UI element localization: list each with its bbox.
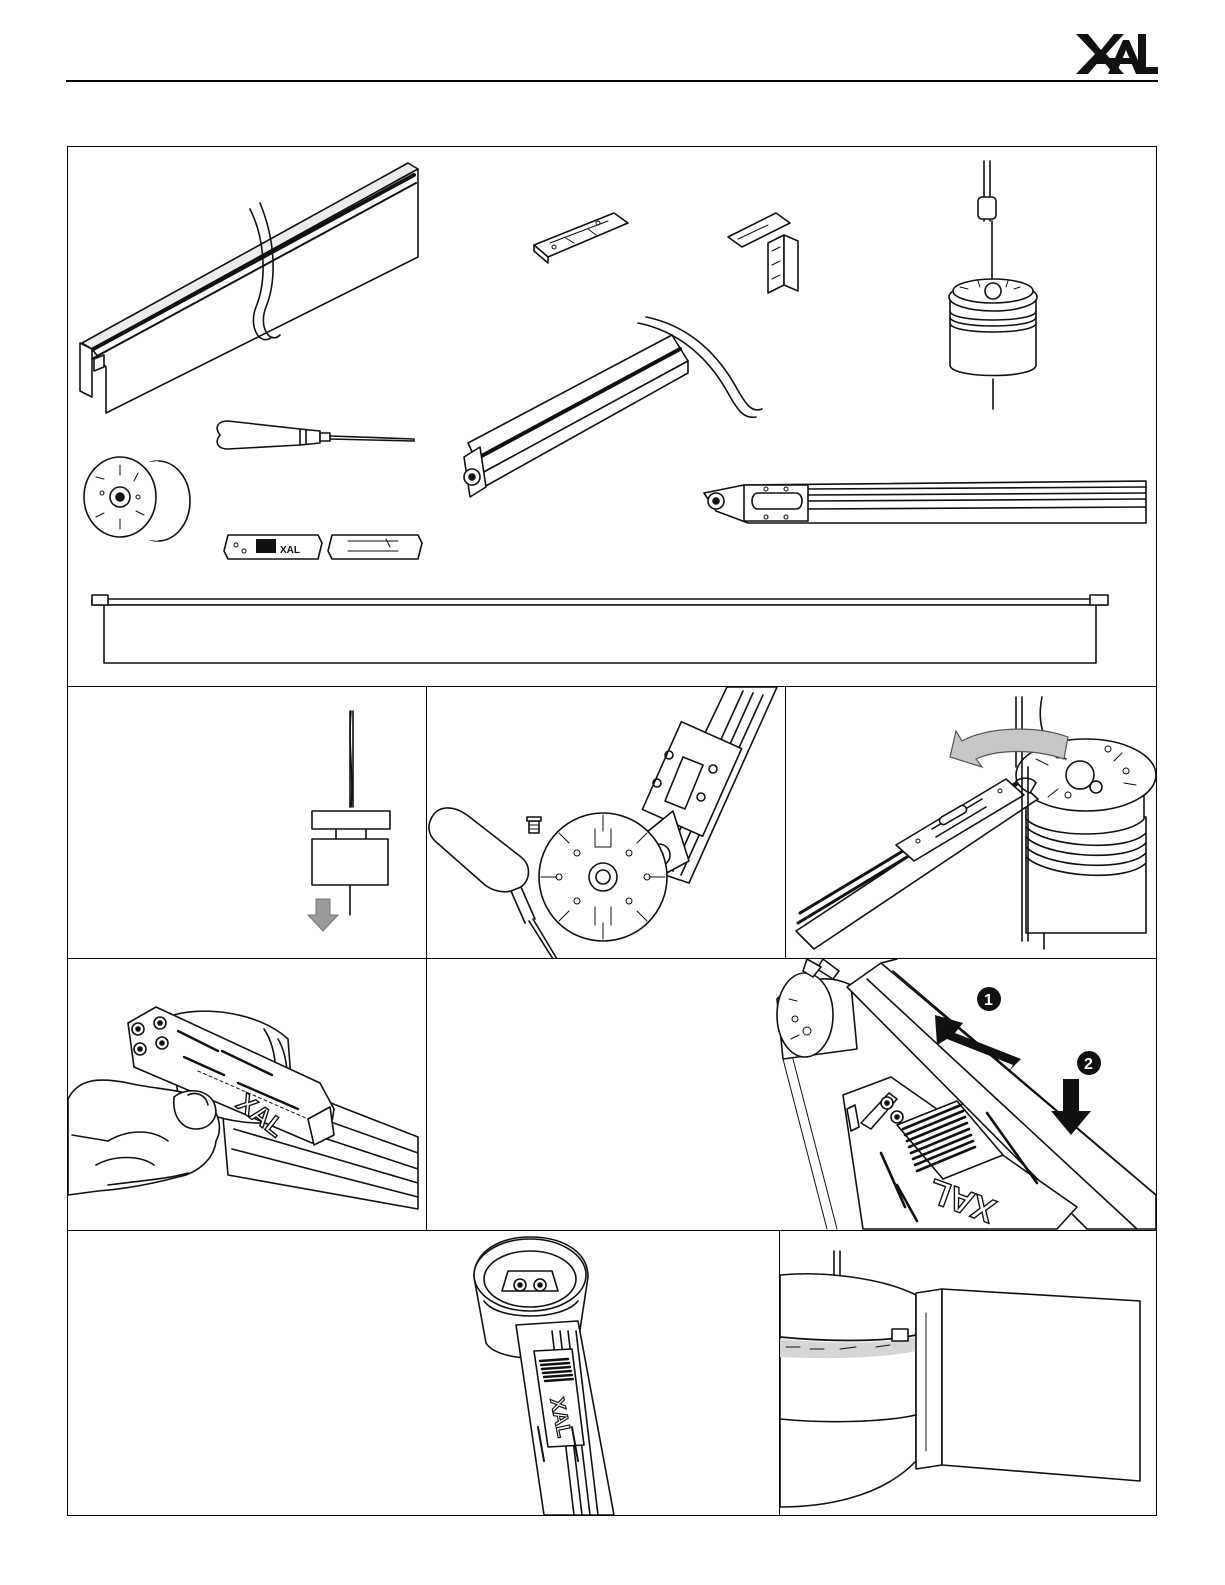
step-mount-body-panel: XAL bbox=[68, 1231, 780, 1515]
arrow-down-icon bbox=[308, 899, 338, 931]
step-fix-connector-screw-panel bbox=[427, 687, 786, 959]
header-rule bbox=[66, 80, 1158, 82]
step-pendant-prepare-panel bbox=[68, 687, 427, 959]
step-finished-joint-panel bbox=[780, 1231, 1156, 1515]
svg-text:XAL: XAL bbox=[280, 545, 300, 556]
profile-horizontal-illustration bbox=[704, 481, 1146, 523]
screwdriver-illustration bbox=[217, 421, 414, 449]
profile-end-illustration bbox=[464, 317, 762, 497]
step-marker-1-label: 1 bbox=[984, 992, 993, 1009]
step-marker-2-label: 2 bbox=[1084, 1056, 1093, 1073]
instruction-frame: XAL bbox=[67, 146, 1157, 1516]
parts-overview-panel: XAL bbox=[68, 147, 1156, 687]
diffuser-illustration bbox=[92, 595, 1108, 663]
connector-plates-illustration: XAL bbox=[224, 535, 422, 559]
end-cap-illustration bbox=[84, 457, 190, 541]
step-insert-connector-plate-panel: XAL bbox=[68, 959, 427, 1231]
brand-logo bbox=[1074, 30, 1158, 74]
corner-connector-illustration bbox=[728, 213, 798, 293]
step-rotate-profile-panel bbox=[786, 687, 1156, 959]
step-slide-connector-panel: XAL 1 2 bbox=[427, 959, 1156, 1231]
rail-profile-illustration bbox=[80, 163, 418, 413]
pendant-canopy-illustration bbox=[949, 161, 1037, 409]
connector-small-illustration bbox=[534, 213, 628, 263]
